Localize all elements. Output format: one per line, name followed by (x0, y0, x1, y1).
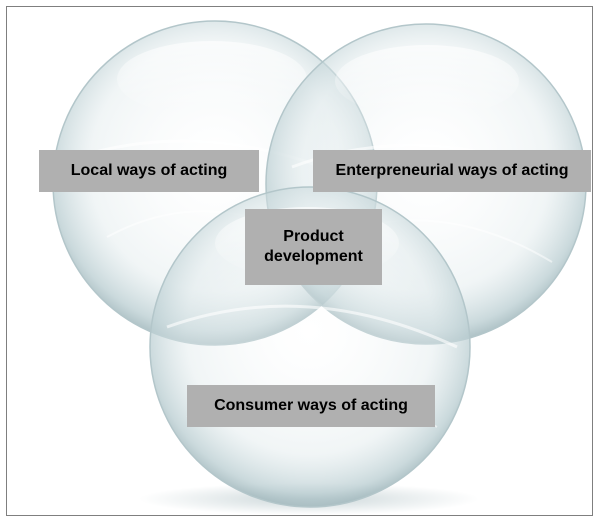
label-entrepreneurial-ways: Enterpreneurial ways of acting (313, 150, 591, 192)
label-local-ways: Local ways of acting (39, 150, 259, 192)
label-consumer-ways: Consumer ways of acting (187, 385, 435, 427)
label-product-development: Product development (245, 209, 382, 285)
diagram-frame: Local ways of acting Enterpreneurial way… (6, 6, 593, 516)
